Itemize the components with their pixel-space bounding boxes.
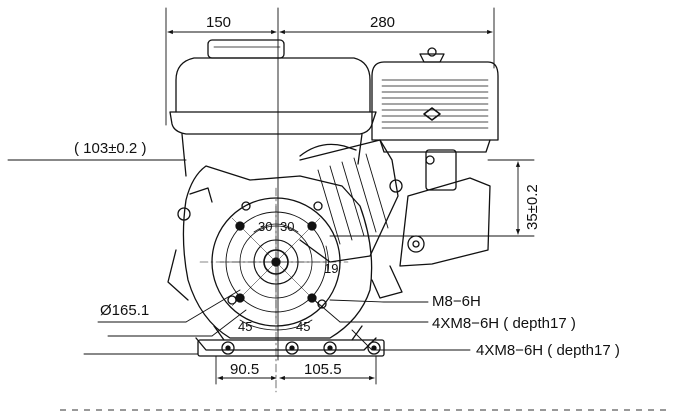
angle-45-right: 45 [296, 319, 311, 334]
angle-30-right: 30 [280, 219, 295, 234]
callout-mount-holes-a: 4XM8−6H ( depth17 ) [432, 315, 576, 332]
right-dimension [329, 159, 535, 237]
callout-mount-holes-b: 4XM8−6H ( depth17 ) [476, 342, 620, 359]
bottom-dimension-lines [215, 355, 377, 385]
centerlines [199, 187, 349, 393]
dim-flange-diameter: Ø165.1 [100, 302, 150, 319]
dim-105-5: 105.5 [304, 361, 342, 378]
angle-arcs [239, 223, 330, 331]
top-dimension-lines [165, 7, 495, 361]
air-cleaner [371, 47, 499, 153]
dim-35-tolerance: 35±0.2 [524, 184, 541, 230]
dim-90-5: 90.5 [230, 361, 260, 378]
callout-leaders [83, 289, 471, 355]
dim-280: 280 [370, 14, 396, 31]
angle-30-left: 30 [258, 219, 273, 234]
dim-150: 150 [206, 14, 232, 31]
fuel-tank [169, 39, 377, 177]
angle-45-left: 45 [238, 319, 253, 334]
base-plate [195, 325, 385, 357]
dim-103-tolerance: ( 103±0.2 ) [74, 140, 147, 157]
shaft-key-19: 19 [324, 261, 339, 276]
recoil-housing [167, 165, 373, 339]
callout-m8-6h: M8−6H [432, 293, 481, 310]
